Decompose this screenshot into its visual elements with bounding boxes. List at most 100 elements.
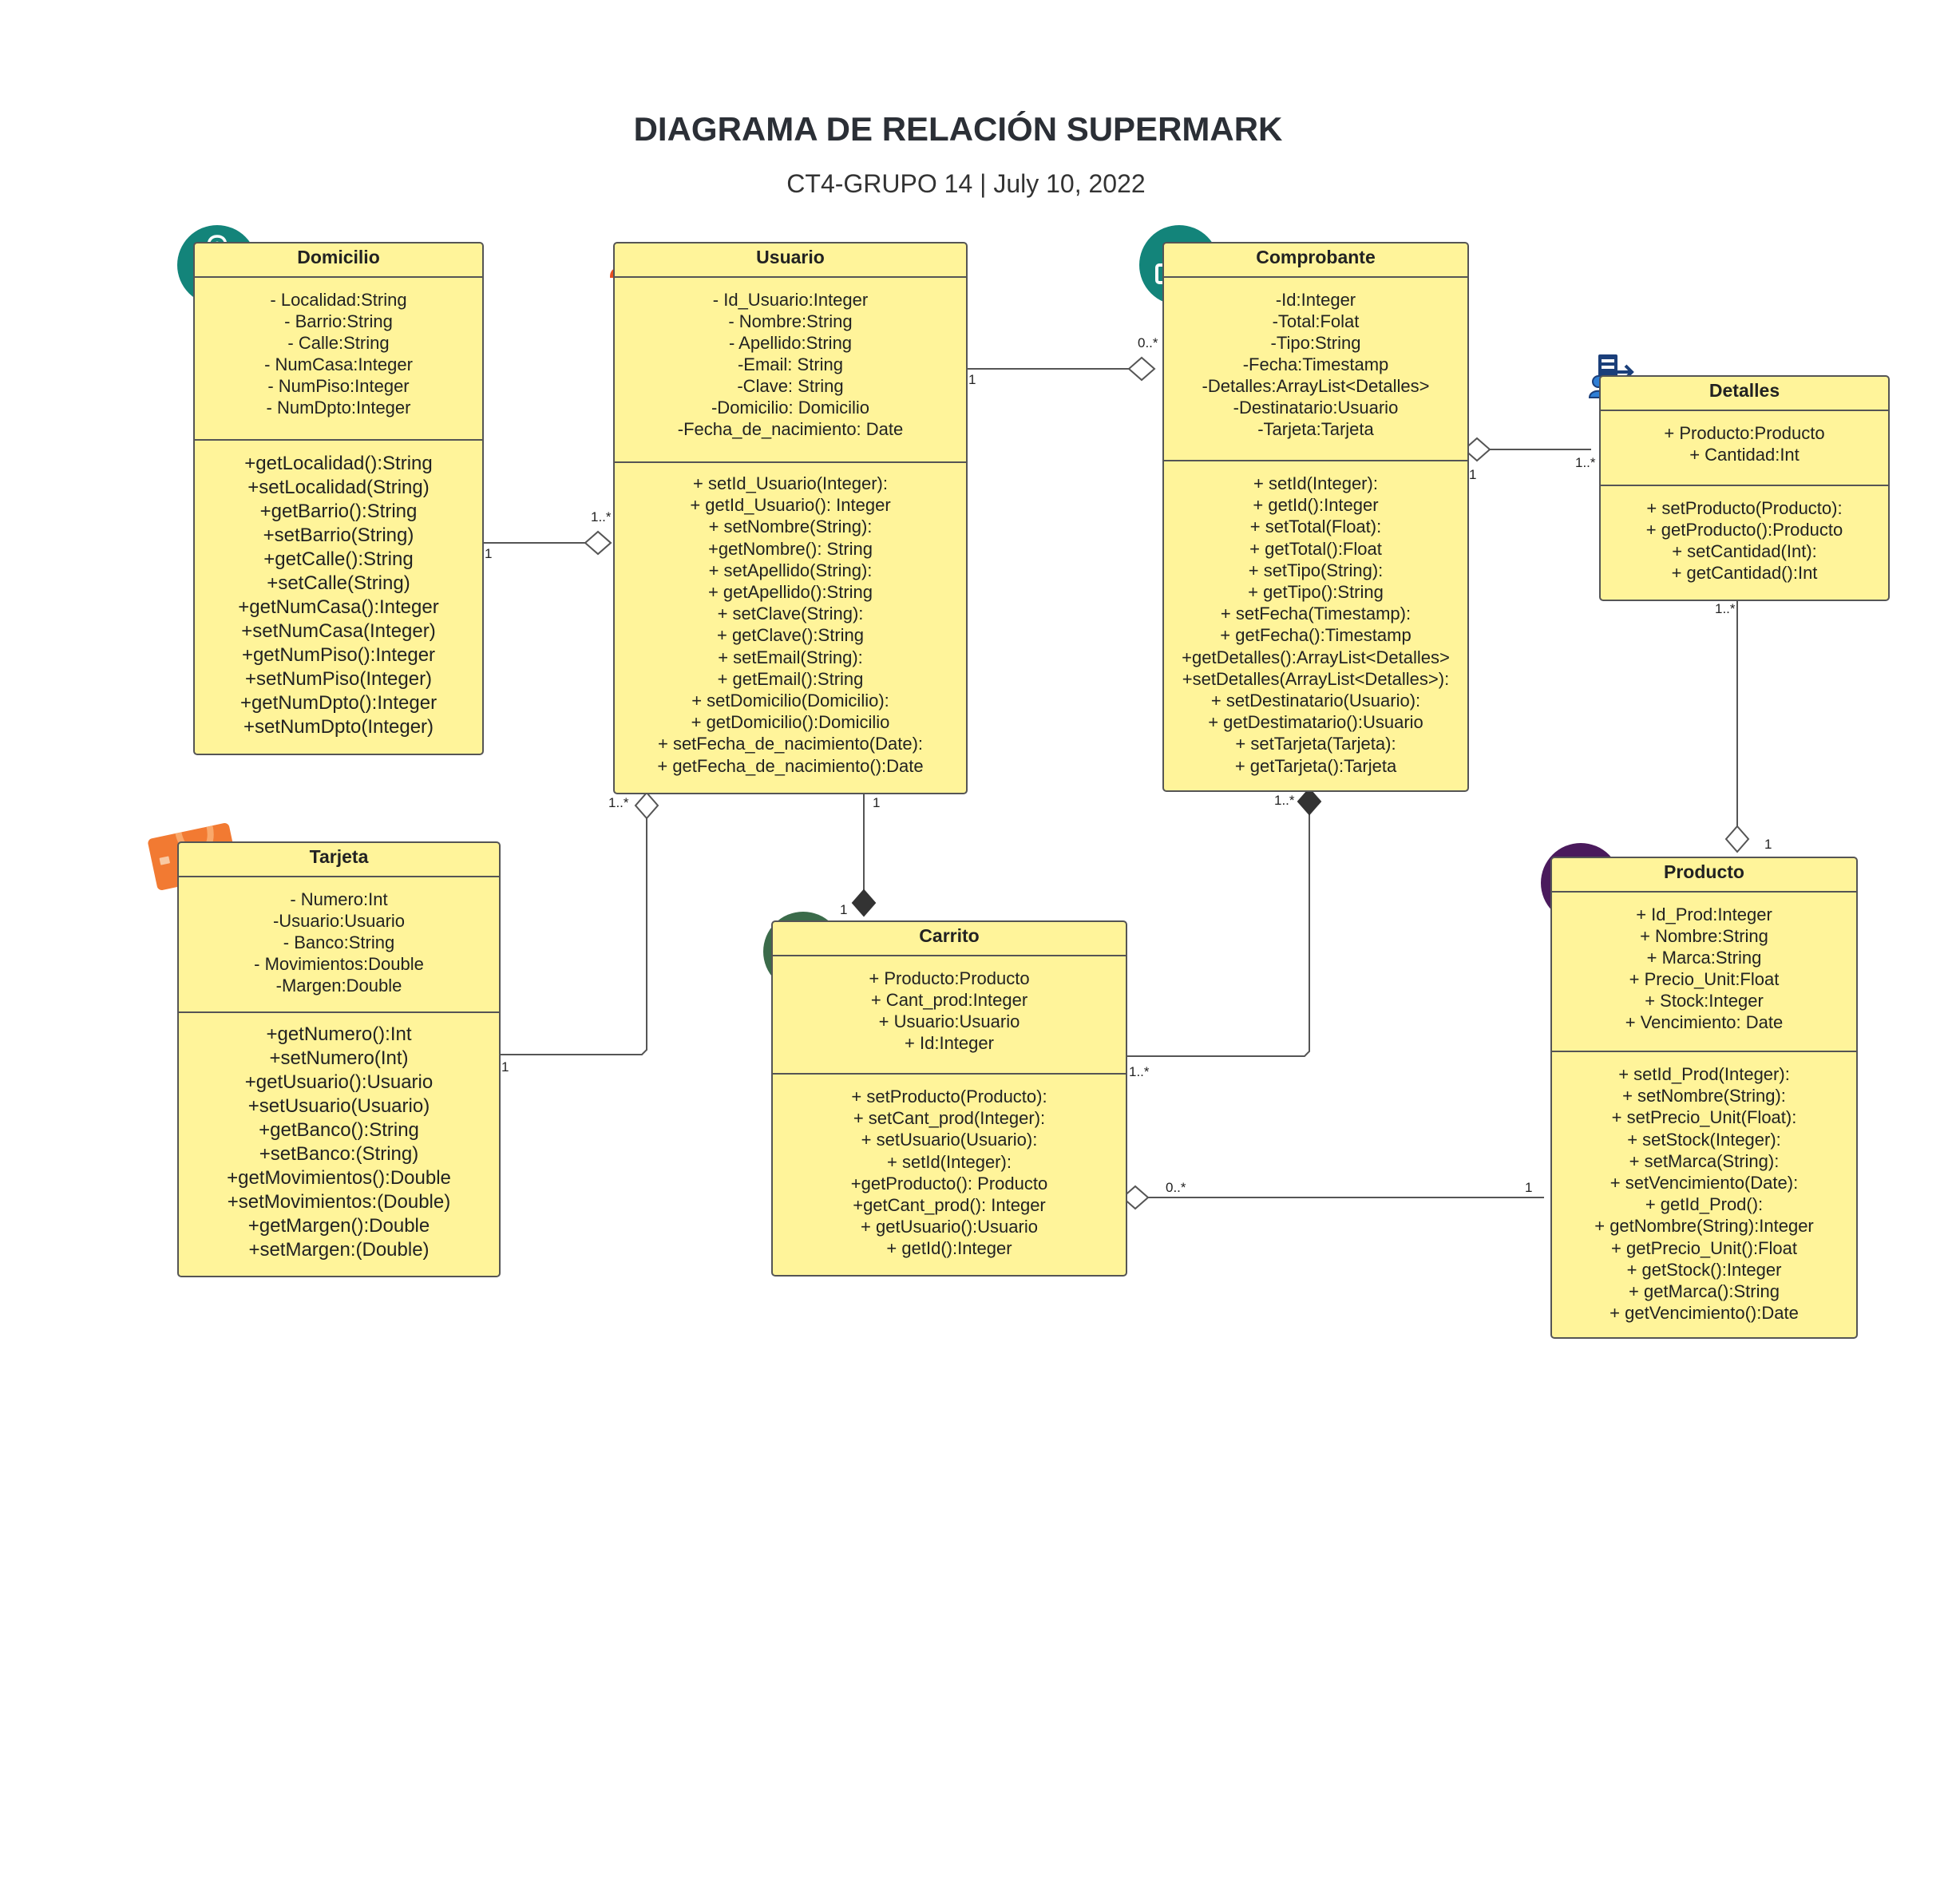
operation-line: +getUsuario():Usuario (244, 1071, 434, 1093)
operation-line: + setMarca(String): (1629, 1150, 1780, 1171)
operation-line: +setUsuario(Usuario) (247, 1095, 430, 1117)
attribute-line: -Id:Integer (1275, 290, 1356, 310)
class-carrito: Carrito + Producto:Producto+ Cant_prod:I… (771, 920, 1127, 1277)
operation-line: + getTipo():String (1248, 582, 1384, 603)
attribute-line: -Fecha_de_nacimiento: Date (677, 419, 904, 439)
operation-line: + getUsuario():Usuario (861, 1217, 1038, 1237)
class-name: Usuario (615, 243, 966, 278)
aggregation-diamond (1724, 825, 1750, 853)
class-name: Detalles (1601, 377, 1888, 411)
attribute-line: + Nombre:String (1640, 926, 1768, 946)
operation-line: +getProducto(): Producto (850, 1173, 1048, 1193)
operation-line: + setDomicilio(Domicilio): (691, 691, 889, 711)
operation-line: +getLocalidad():String (244, 453, 433, 474)
operation-line: + setClave(String): (717, 604, 864, 624)
attribute-line: - Numero:Int (290, 889, 388, 909)
operation-line: +getCalle():String (263, 548, 414, 570)
attribute-line: - Movimientos:Double (254, 954, 424, 974)
aggregation-diamond (634, 791, 659, 820)
class-tarjeta: Tarjeta - Numero:Int-Usuario:Usuario- Ba… (177, 841, 501, 1277)
attribute-line: + Precio_Unit:Float (1629, 969, 1780, 989)
operation-line: + setNombre(String): (708, 517, 873, 537)
operation-line: + getId_Usuario(): Integer (690, 495, 891, 516)
attributes: + Producto:Producto+ Cant_prod:Integer+ … (773, 956, 1126, 1075)
operation-line: + getId():Integer (1253, 495, 1379, 516)
connector-comprobante-carrito (1122, 814, 1310, 1057)
operation-line: + getStock():Integer (1626, 1259, 1782, 1280)
multiplicity-label: 1..* (608, 795, 629, 810)
page-subtitle: CT4-GRUPO 14 | July 10, 2022 (786, 169, 1146, 198)
attribute-line: -Domicilio: Domicilio (711, 398, 870, 418)
multiplicity-label: 1 (1525, 1180, 1533, 1195)
attribute-line: - NumPiso:Integer (267, 376, 410, 396)
attributes: - Localidad:String- Barrio:String- Calle… (195, 278, 482, 441)
operation-line: +getMargen():Double (247, 1215, 430, 1237)
operation-line: + getVencimiento():Date (1610, 1303, 1799, 1324)
attribute-line: - Localidad:String (270, 290, 407, 310)
operation-line: +getMovimientos():Double (227, 1167, 451, 1189)
operation-line: + getNombre(String):Integer (1594, 1216, 1814, 1237)
attribute-line: - NumDpto:Integer (266, 398, 411, 418)
operation-line: +getBanco():String (259, 1119, 419, 1141)
operations: +getNumero():Int+setNumero(Int)+getUsuar… (179, 1013, 499, 1262)
operations: + setId_Prod(Integer):+ setNombre(String… (1552, 1052, 1856, 1324)
operation-line: +setMargen:(Double) (248, 1239, 430, 1261)
attributes: - Id_Usuario:Integer- Nombre:String- Ape… (615, 278, 966, 463)
multiplicity-label: 1 (501, 1059, 509, 1075)
class-comprobante: Comprobante -Id:Integer-Total:Folat-Tipo… (1162, 242, 1469, 792)
multiplicity-label: 0..* (1138, 335, 1158, 350)
multiplicity-label: 1..* (591, 509, 612, 524)
operation-line: +setMovimientos:(Double) (227, 1191, 451, 1213)
operation-line: +setNumDpto(Integer) (243, 716, 434, 738)
operation-line: + setId_Usuario(Integer): (693, 473, 888, 493)
operation-line: + setId(Integer): (1253, 473, 1378, 493)
operation-line: + setTipo(String): (1248, 560, 1384, 580)
operation-line: +getNumCasa():Integer (238, 596, 439, 618)
multiplicity-label: 1 (485, 546, 493, 561)
aggregation-diamond (1127, 356, 1156, 382)
operation-line: +getNumero():Int (266, 1023, 412, 1045)
operation-line: + setId_Prod(Integer): (1618, 1064, 1790, 1084)
multiplicity-label: 1 (1764, 837, 1772, 852)
operation-line: + getMarca():String (1629, 1281, 1780, 1302)
class-name: Domicilio (195, 243, 482, 278)
multiplicity-label: 1..* (1274, 793, 1295, 808)
attribute-line: -Total:Folat (1272, 311, 1360, 331)
multiplicity-label: 0..* (1166, 1180, 1186, 1195)
composition-diamond (851, 889, 877, 917)
attribute-line: + Marca:String (1646, 948, 1762, 968)
attribute-line: -Tipo:String (1270, 333, 1361, 353)
class-name: Tarjeta (179, 843, 499, 877)
attribute-line: + Vencimiento: Date (1625, 1012, 1784, 1032)
operation-line: + setPrecio_Unit(Float): (1611, 1107, 1797, 1128)
multiplicity-label: 1 (968, 372, 976, 387)
operation-line: + getCantidad():Int (1671, 563, 1818, 583)
operation-line: + getFecha_de_nacimiento():Date (657, 755, 924, 776)
operation-line: + getId():Integer (886, 1238, 1012, 1259)
attribute-line: + Producto:Producto (869, 968, 1030, 988)
operation-line: +getNumPiso():Integer (241, 644, 436, 666)
operation-line: +getNumDpto():Integer (240, 692, 438, 714)
multiplicity-label: 1 (840, 902, 848, 917)
operation-line: +setDetalles(ArrayList<Detalles>): (1182, 668, 1450, 689)
operation-line: + setTarjeta(Tarjeta): (1235, 734, 1396, 754)
operations: +getLocalidad():String +setLocalidad(Stri… (195, 441, 482, 739)
operation-line: + setCantidad(Int): (1672, 541, 1817, 561)
attribute-line: + Usuario:Usuario (878, 1011, 1020, 1031)
operation-line: + getApellido():String (707, 582, 873, 603)
operation-line: + getDomicilio():Domicilio (691, 712, 890, 733)
operation-line: + setProducto(Producto): (851, 1087, 1047, 1106)
multiplicity-label: 1..* (1575, 455, 1596, 470)
class-name: Comprobante (1164, 243, 1467, 278)
operation-line: + getTarjeta():Tarjeta (1234, 755, 1397, 776)
operation-line: + setFecha_de_nacimiento(Date): (657, 734, 924, 754)
attribute-line: + Stock:Integer (1645, 991, 1764, 1011)
attribute-line: -Usuario:Usuario (272, 911, 406, 931)
operation-line: + getFecha():Timestamp (1220, 625, 1412, 646)
operation-line: +getDetalles():ArrayList<Detalles> (1182, 647, 1450, 667)
operation-line: + getDestimatario():Usuario (1208, 712, 1423, 733)
attribute-line: -Fecha:Timestamp (1242, 354, 1389, 374)
attribute-line: - Nombre:String (728, 311, 853, 331)
operation-line: +setLocalidad(String) (247, 477, 430, 498)
operation-line: +setNumPiso(Integer) (244, 668, 433, 690)
